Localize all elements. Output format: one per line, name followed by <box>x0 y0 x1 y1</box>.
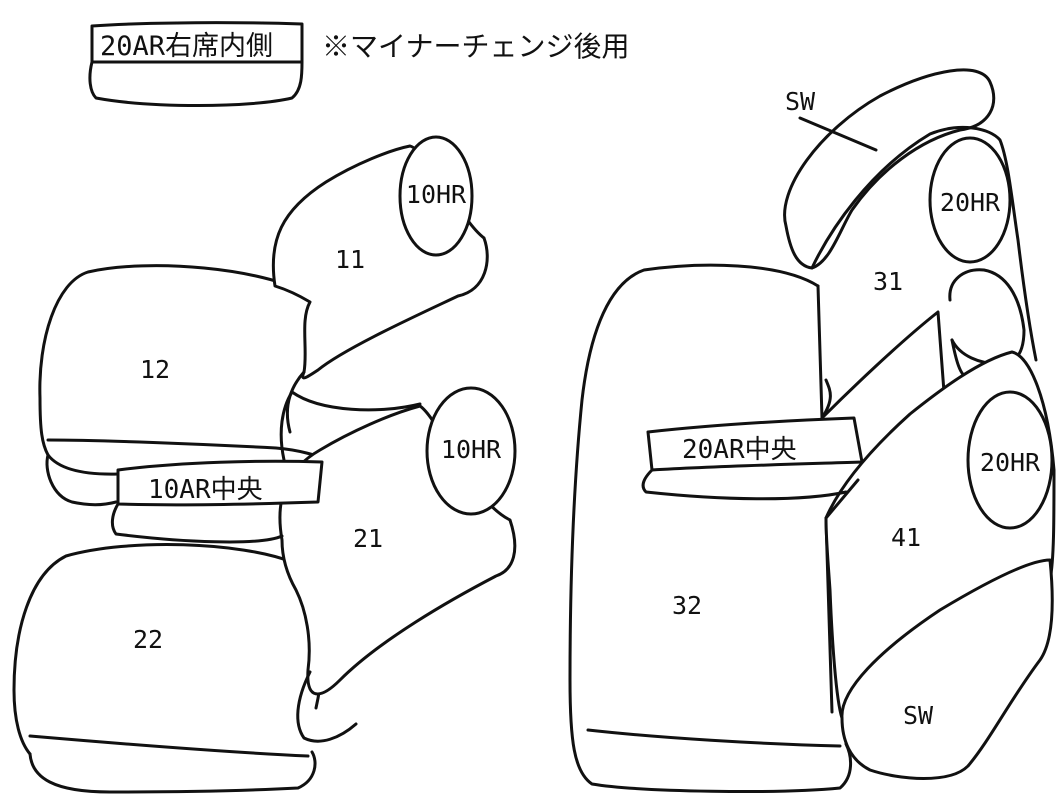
side-wing-top-label: SW <box>785 87 816 116</box>
center-tag-right-label: 20AR中央 <box>682 435 797 465</box>
headrest-lower-right <box>966 390 1054 530</box>
part-11-label: 11 <box>335 245 365 274</box>
part-22-label: 22 <box>133 625 163 654</box>
center-tag-left: 10AR中央 <box>110 459 324 544</box>
headrest-front-left <box>398 135 474 257</box>
center-tag-left-label: 10AR中央 <box>148 475 263 505</box>
headrest-lower-right-label: 20HR <box>980 448 1041 477</box>
headrest-front-left-label: 10HR <box>406 180 467 209</box>
side-wing-bottom <box>840 558 1054 780</box>
right-seat: 20HR 31 20HR 41 32 SW SW 20AR中央 <box>568 68 1056 793</box>
part-32-label: 32 <box>672 591 702 620</box>
headrest-upper-right <box>928 136 1012 264</box>
part-21-label: 21 <box>353 524 383 553</box>
part-41-label: 41 <box>891 523 921 552</box>
part-22-outline <box>12 543 294 756</box>
left-seat: 10HR 11 12 10HR 21 22 10AR中央 <box>12 135 517 794</box>
headrest-rear-left <box>425 386 517 516</box>
part-12-outline <box>38 264 310 476</box>
header-tag-label: 20AR右席内側 <box>100 31 273 62</box>
headrest-rear-left-label: 10HR <box>441 435 502 464</box>
center-tag-right: 20AR中央 <box>641 416 864 501</box>
header-tag: 20AR右席内側 <box>88 21 304 107</box>
part-31-label: 31 <box>873 267 903 296</box>
part-12-label: 12 <box>140 355 170 384</box>
part-32-outline <box>568 263 852 793</box>
side-wing-top <box>783 68 996 270</box>
side-wing-bottom-label: SW <box>903 701 934 730</box>
side-wing-top-leader <box>798 116 878 152</box>
header-note: ※マイナーチェンジ後用 <box>322 30 629 63</box>
headrest-upper-right-label: 20HR <box>940 188 1001 217</box>
